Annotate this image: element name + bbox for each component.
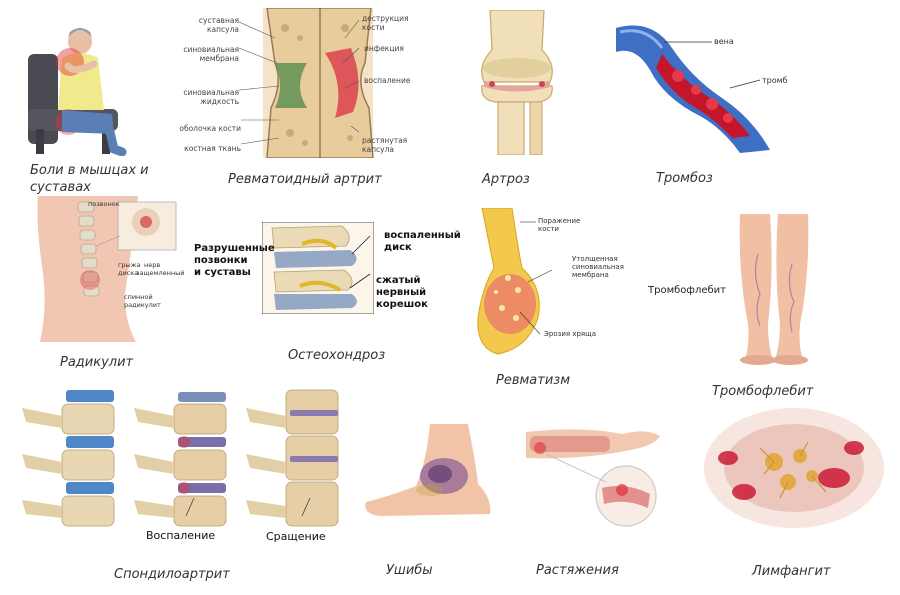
rheumatoid-label-inflammation: воспаление — [364, 76, 411, 85]
radiculitis-label-nerve-2: защемленный — [136, 269, 185, 277]
bruises-caption: Ушибы — [386, 563, 433, 578]
thrombophlebitis-legs-illustration — [734, 214, 814, 366]
radiculitis-label-hernia-1: грыжа — [118, 261, 141, 269]
rheumatism-bone-illustration — [468, 208, 558, 358]
thrombosis-caption: Тромбоз — [656, 171, 713, 186]
rheumatism-label-cartilage-erosion: Эрозия хряща — [544, 330, 597, 338]
osteochondrosis-spine-illustration — [262, 222, 374, 314]
spondyloarthritis-spines-illustration — [16, 388, 346, 528]
spondylo-label-fusion: Сращение — [266, 530, 326, 543]
rheumatism-label-membrane-2: синовиальная — [572, 263, 624, 271]
thrombophlebitis-caption: Тромбофлебит — [712, 384, 814, 399]
radiculitis-label-sciatic-1: спинной — [124, 293, 153, 301]
rheumatism-label-membrane-1: Утолщенная — [572, 255, 618, 263]
bruises-foot-illustration — [360, 424, 500, 524]
rheumatoid-label-infection: инфекция — [364, 44, 404, 53]
radiculitis-label-sciatic-2: радикулит — [124, 301, 161, 309]
rheumatism-label-bone-2: кости — [538, 225, 559, 233]
arthrosis-knee-illustration — [462, 10, 572, 155]
radiculitis-back-illustration — [28, 196, 178, 342]
arthrosis-caption: Артроз — [482, 172, 530, 187]
rheumatoid-label-stretched-capsule: растянутая капсула — [362, 136, 408, 154]
rheumatoid-arthritis-diagram — [175, 8, 415, 158]
osteochondrosis-label-destroyed-1: Разрушенные — [194, 243, 275, 254]
sprains-arm-illustration — [522, 424, 662, 528]
muscle-joint-pain-caption-line1: Боли в мышцах и — [30, 163, 149, 178]
lymphangitis-caption: Лимфангит — [752, 564, 831, 579]
rheumatoid-label-bone-sheath: оболочка кости — [179, 124, 241, 133]
muscle-joint-pain-caption-line2: суставах — [30, 180, 91, 195]
thrombosis-vein-illustration — [612, 18, 812, 153]
spondyloarthritis-caption: Спондилоартрит — [114, 567, 230, 582]
thrombosis-label-clot: тромб — [762, 76, 788, 85]
rheumatoid-label-capsule: суставная капсула — [198, 16, 239, 34]
rheumatoid-label-bone-destruction: деструкция кости — [362, 14, 409, 32]
osteochondrosis-label-destroyed-3: и суставы — [194, 267, 251, 278]
radiculitis-label-vertebra: позвонок — [88, 200, 120, 208]
rheumatoid-label-synovial-membrane: синовиальная мембрана — [183, 45, 239, 63]
osteochondrosis-label-root-1: сжатый — [376, 275, 421, 286]
osteochondrosis-label-root-2: нервный — [376, 287, 427, 298]
rheumatoid-arthritis-caption: Ревматоидный артрит — [228, 172, 382, 187]
thrombophlebitis-label: Тромбофлебит — [648, 285, 726, 296]
osteochondrosis-label-disc-1: воспаленный — [384, 230, 461, 241]
sprains-caption: Растяжения — [536, 563, 619, 578]
rheumatism-label-membrane-3: мембрана — [572, 271, 609, 279]
thrombosis-label-vein: вена — [714, 37, 734, 46]
rheumatism-caption: Ревматизм — [496, 373, 571, 388]
radiculitis-label-nerve-1: нерв — [144, 261, 161, 269]
muscle-joint-pain-illustration — [22, 14, 132, 156]
osteochondrosis-label-destroyed-2: позвонки — [194, 255, 248, 266]
rheumatoid-label-bone-tissue: костная ткань — [184, 144, 241, 153]
osteochondrosis-caption: Остеохондроз — [288, 348, 386, 363]
osteochondrosis-label-root-3: корешок — [376, 299, 428, 310]
osteochondrosis-label-disc-2: диск — [384, 242, 412, 253]
radiculitis-label-hernia-2: диска — [118, 269, 139, 277]
rheumatoid-label-synovial-fluid: синовиальная жидкость — [183, 88, 239, 106]
lymphangitis-cells-illustration — [704, 408, 884, 528]
rheumatism-label-bone-1: Поражение — [538, 217, 581, 225]
spondylo-label-inflammation: Воспаление — [146, 529, 216, 542]
radiculitis-caption: Радикулит — [60, 355, 134, 370]
